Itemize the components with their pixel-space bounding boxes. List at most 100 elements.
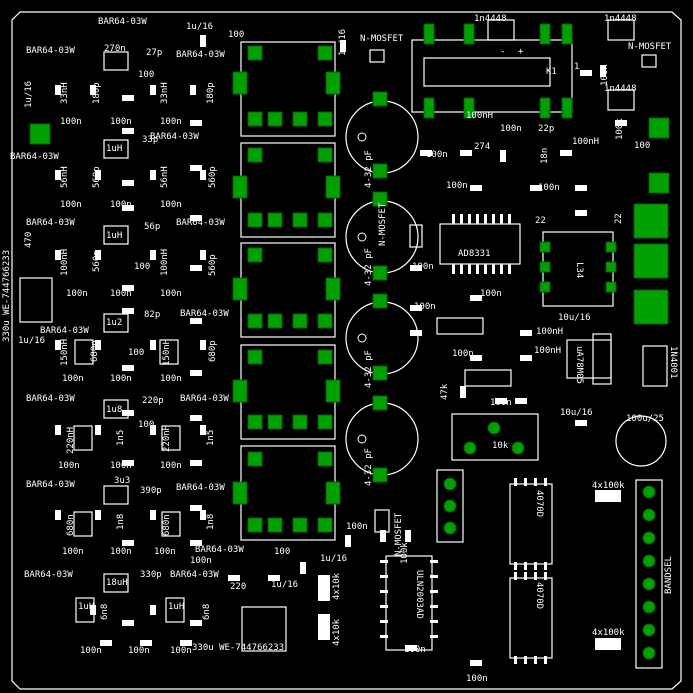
- label-1n5: 1n5: [206, 429, 216, 446]
- label-100nh: 100nH: [572, 137, 600, 147]
- label-560p: 560p: [92, 166, 102, 188]
- label-33p: 33p: [142, 135, 159, 145]
- label-560p: 560p: [208, 254, 218, 276]
- label-1u16: 10u/16: [560, 408, 593, 418]
- label-6n8: 6n8: [202, 603, 212, 620]
- label-680n: 680n: [162, 514, 172, 536]
- label-180p: 180p: [206, 82, 216, 104]
- label-100nh: 100nH: [60, 248, 70, 276]
- label-bar64: BAR64-03W: [26, 394, 75, 404]
- label-1uh-c: 1uH: [168, 602, 185, 612]
- label-180p: 180p: [92, 82, 102, 104]
- label-100n: 100n: [414, 302, 436, 312]
- label-1n4448: 1n4448: [604, 14, 637, 24]
- label-bar64: BAR64-03W: [180, 309, 229, 319]
- label-bar64: BAR64-03W: [176, 218, 225, 228]
- label-100: 100: [274, 547, 291, 557]
- label-1n4001: 1N4001: [668, 346, 678, 379]
- label-100n: 100n: [160, 374, 182, 384]
- label-220: 220: [230, 582, 247, 592]
- label-330p: 330p: [140, 570, 162, 580]
- label-1u16: 1u/16: [18, 336, 46, 346]
- label-ua78m05: uA78M05: [574, 346, 584, 384]
- label-100n: 100n: [170, 646, 192, 656]
- label-220p: 220p: [142, 396, 164, 406]
- label-1uh: 1uH: [106, 231, 123, 241]
- label-100n: 100n: [412, 262, 434, 272]
- label-1n5: 1n5: [116, 429, 126, 446]
- label-minus: -: [500, 47, 506, 57]
- trimmer-4: [345, 402, 419, 476]
- label-100n: 100n: [58, 461, 80, 471]
- label-100k: 100k: [400, 542, 410, 564]
- label-bar64: BAR64-03W: [10, 152, 59, 162]
- label-100n: 100n: [160, 461, 182, 471]
- header-3pin: [436, 469, 464, 543]
- label-10u16: 10u/16: [558, 313, 591, 323]
- label-bar64: BAR64-03W: [150, 132, 199, 142]
- label-100n: 100n: [480, 289, 502, 299]
- bandsel-header: [635, 479, 663, 669]
- label-1u16: 1u/16: [271, 580, 299, 590]
- label-bar64: BAR64-03W: [195, 545, 244, 555]
- label-100n: 100n: [160, 289, 182, 299]
- diode-1n4001: [642, 345, 668, 387]
- label-bar64: BAR64-03W: [26, 218, 75, 228]
- label-nmosfet: N-MOSFET: [360, 34, 404, 44]
- label-3u3: 3u3: [114, 476, 131, 486]
- label-4x100k: 4x100k: [592, 481, 625, 491]
- label-trimmer: 4-32 pF: [364, 248, 374, 286]
- label-100n: 100n: [60, 200, 82, 210]
- label-330u-bottom: 330u WE-744766233: [192, 643, 285, 653]
- label-bar64: BAR64-03W: [24, 570, 73, 580]
- label-6n8: 6n8: [100, 603, 110, 620]
- label-100nh: 100nH: [466, 111, 494, 121]
- ic-4070-b: [509, 577, 553, 659]
- label-100n: 100n: [110, 374, 132, 384]
- label-1u16: 1u/16: [186, 22, 214, 32]
- label-56nh: 56nH: [60, 166, 70, 188]
- label-100n: 100n: [110, 200, 132, 210]
- electrolytic-cap: [615, 415, 667, 467]
- label-4x10k: 4x10k: [332, 572, 342, 600]
- label-1uh: 1uH: [106, 144, 123, 154]
- label-1n4448: 1n4448: [604, 84, 637, 94]
- left-inductor: [19, 277, 53, 323]
- label-220nh: 220nH: [162, 424, 172, 452]
- trimmer-1: [345, 100, 419, 174]
- label-22p: 22p: [538, 124, 555, 134]
- label-nmosfet: N-MOSFET: [378, 202, 388, 246]
- label-470: 470: [24, 231, 34, 248]
- label-uln2003: ULN2003AD: [414, 570, 424, 619]
- label-100: 100: [138, 420, 155, 430]
- label-330u-left: 330u WE-744766233: [2, 249, 12, 342]
- ad8331-chip: [439, 223, 521, 265]
- label-390p: 390p: [140, 486, 162, 496]
- label-pin1: 1: [574, 62, 580, 72]
- label-100: 100: [128, 348, 145, 358]
- label-bar64: BAR64-03W: [26, 46, 75, 56]
- bottom-inductor: [241, 606, 287, 652]
- label-100n: 100n: [490, 398, 512, 408]
- trimmer-3: [345, 301, 419, 375]
- label-4x100k: 4x100k: [592, 628, 625, 638]
- label-680p: 680p: [208, 340, 218, 362]
- label-56nh: 56nH: [160, 166, 170, 188]
- label-bar64: BAR64-03W: [180, 394, 229, 404]
- label-100k: 100k: [615, 118, 625, 140]
- label-bar64: BAR64-03W: [176, 50, 225, 60]
- potentiometer: [451, 413, 539, 461]
- label-trimmer: 4-32 pF: [364, 150, 374, 188]
- label-100n: 100n: [110, 547, 132, 557]
- label-4070d: 4070D: [534, 582, 544, 610]
- label-100: 100: [138, 70, 155, 80]
- label-100: 100: [134, 262, 151, 272]
- label-100n: 100n: [500, 124, 522, 134]
- label-100n: 100n: [110, 461, 132, 471]
- label-1n8: 1n8: [116, 513, 126, 530]
- label-pot-10k: 10k: [492, 441, 509, 451]
- label-plus: +: [518, 47, 524, 57]
- label-82p: 82p: [144, 310, 161, 320]
